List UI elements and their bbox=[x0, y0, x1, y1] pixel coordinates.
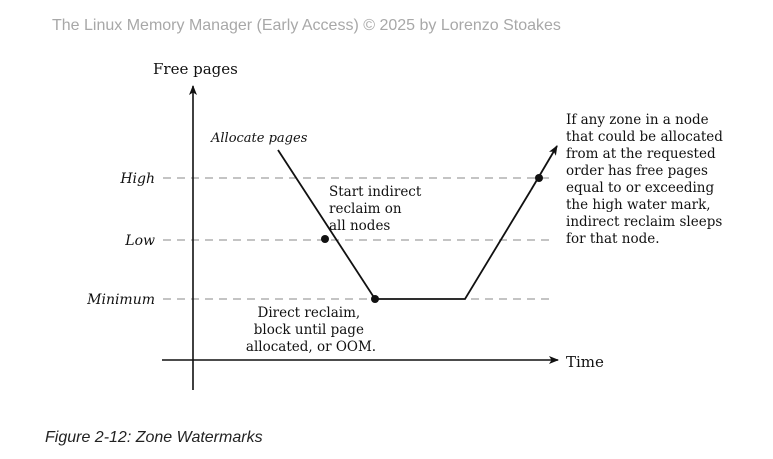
low-crossing-dot bbox=[321, 235, 329, 243]
minimum-level-label: Minimum bbox=[86, 292, 155, 308]
y-axis-label: Free pages bbox=[153, 60, 238, 78]
free-pages-curve bbox=[277, 149, 532, 300]
indirect-reclaim-annotation: Start indirect reclaim on all nodes bbox=[329, 184, 426, 234]
low-level-label: Low bbox=[124, 233, 155, 249]
minimum-crossing-dot bbox=[371, 295, 379, 303]
direct-reclaim-annotation: Direct reclaim, block until page allocat… bbox=[246, 305, 376, 355]
high-crossing-dot bbox=[535, 174, 543, 182]
x-axis-label: Time bbox=[566, 353, 604, 371]
reclaim-sleep-annotation: If any zone in a node that could be allo… bbox=[566, 112, 727, 247]
high-level-label: High bbox=[119, 171, 155, 187]
page-watermark: The Linux Memory Manager (Early Access) … bbox=[52, 17, 561, 34]
figure-caption: Figure 2-12: Zone Watermarks bbox=[45, 429, 263, 446]
allocate-pages-annotation: Allocate pages bbox=[210, 131, 308, 146]
free-pages-rising-arrow bbox=[530, 145, 558, 191]
